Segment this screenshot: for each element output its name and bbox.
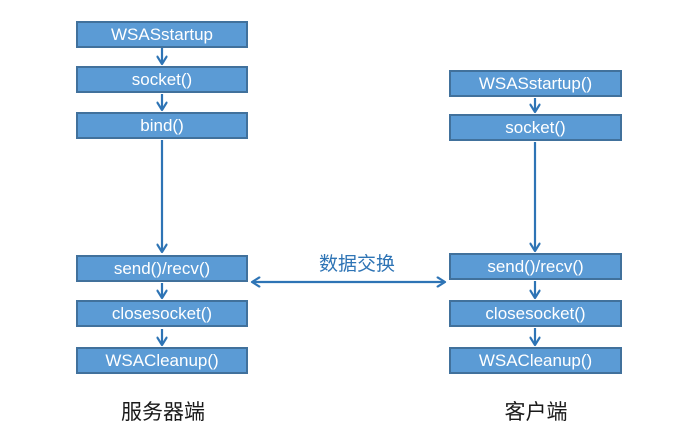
client-box-wsacleanup: WSACleanup() (449, 347, 622, 374)
server-box-socket: socket() (76, 66, 248, 93)
server-box-closesocket: closesocket() (76, 300, 248, 327)
server-column-label: 服务器端 (121, 401, 205, 424)
client-box-wsastartup: WSASstartup() (449, 70, 622, 97)
server-box-send-recv: send()/recv() (76, 255, 248, 282)
server-box-wsastartup: WSASstartup (76, 21, 248, 48)
client-box-send-recv: send()/recv() (449, 253, 622, 280)
client-box-socket: socket() (449, 114, 622, 141)
server-box-wsacleanup: WSACleanup() (76, 347, 248, 374)
client-column-label: 客户端 (504, 401, 568, 424)
server-box-bind: bind() (76, 112, 248, 139)
client-box-closesocket: closesocket() (449, 300, 622, 327)
data-exchange-label: 数据交换 (318, 254, 395, 275)
